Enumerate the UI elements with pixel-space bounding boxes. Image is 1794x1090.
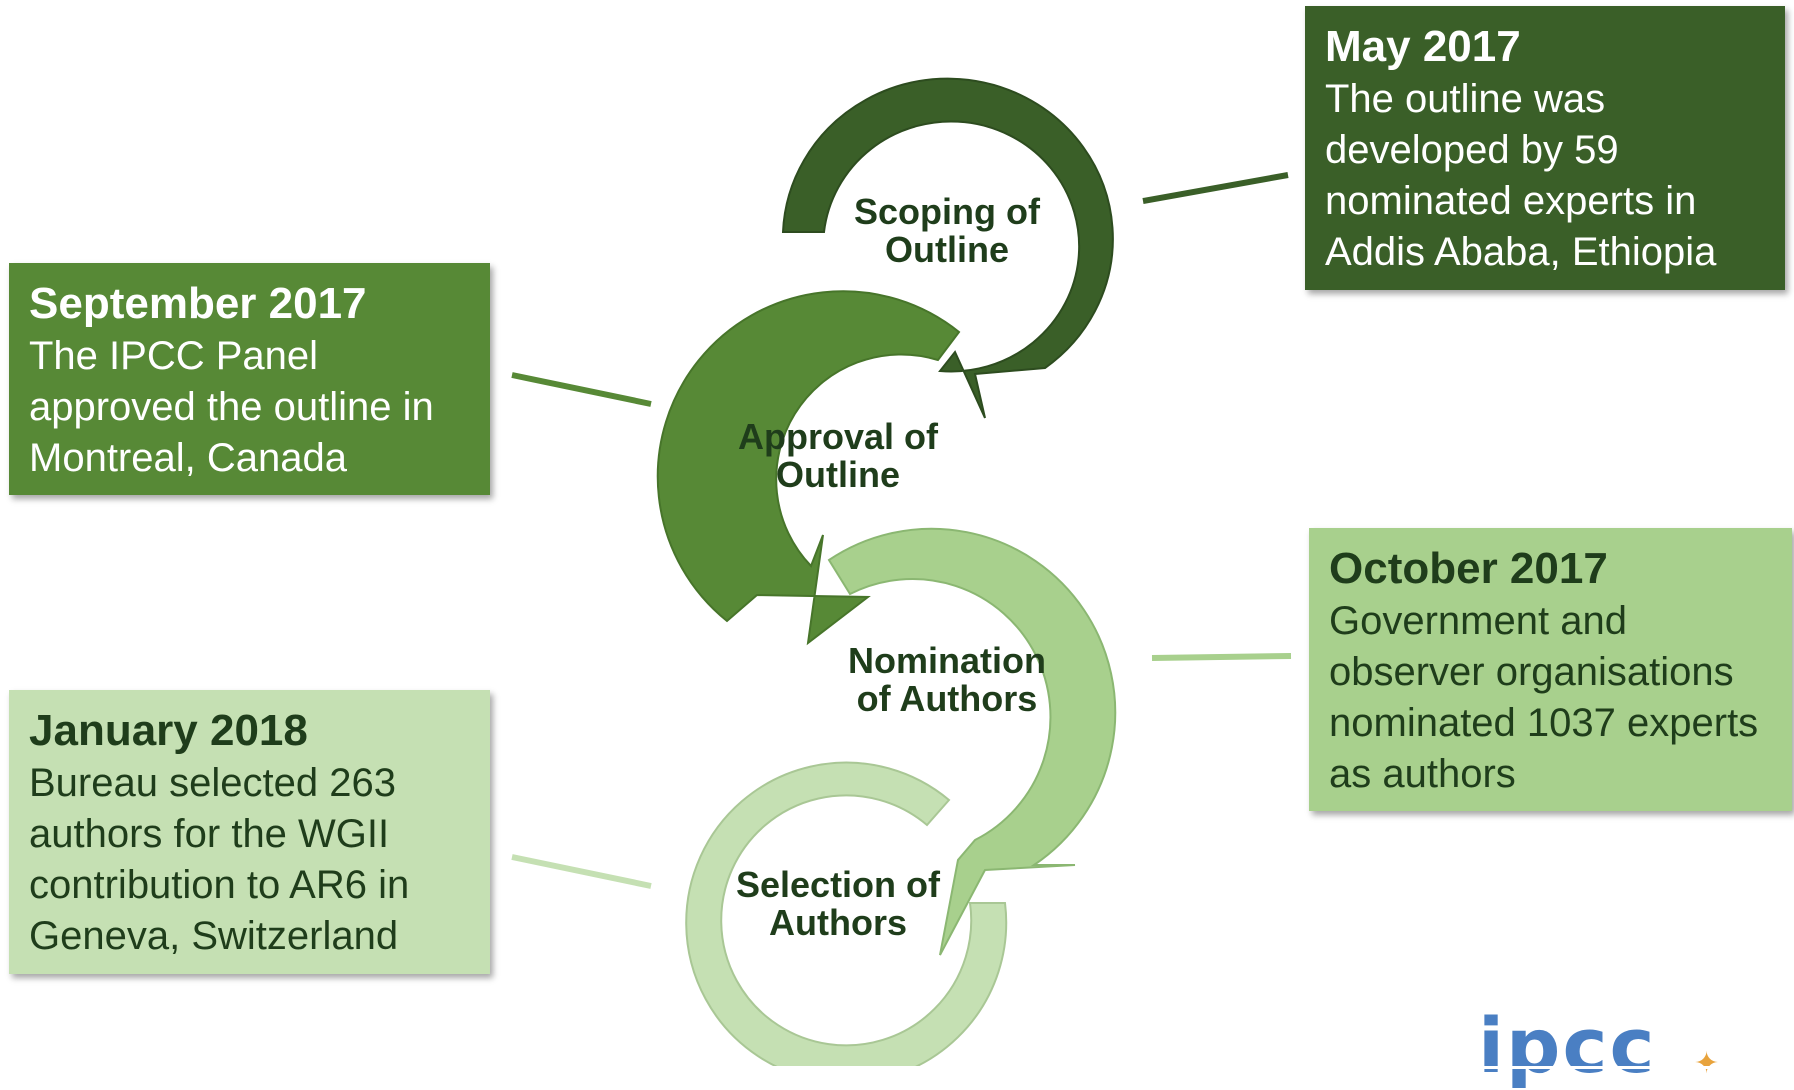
milestone-date: October 2017 xyxy=(1329,544,1608,593)
step-label-selection: Selection of Authors xyxy=(735,864,941,943)
milestone-date: January 2018 xyxy=(29,706,308,755)
milestone-box-september-2017: September 2017 The IPCC Panel approved t… xyxy=(9,263,490,495)
nomination-arrow xyxy=(827,527,1117,956)
milestone-description: The IPCC Panel approved the outline in M… xyxy=(29,334,434,480)
milestone-date: September 2017 xyxy=(29,279,367,328)
milestone-description: Bureau selected 263 authors for the WGII… xyxy=(29,761,410,958)
bottom-edge xyxy=(0,1066,1794,1069)
connector-october xyxy=(1151,653,1292,661)
connector-september xyxy=(511,372,652,407)
step-label-approval: Approval of Outline xyxy=(737,416,938,495)
logo-star-icon: ✦ xyxy=(1694,1047,1720,1080)
connector-may xyxy=(1142,172,1289,204)
milestone-box-october-2017: October 2017 Government and observer org… xyxy=(1309,528,1792,811)
step-label-nomination: Nomination of Authors xyxy=(848,640,1046,719)
milestone-date: May 2017 xyxy=(1325,22,1521,71)
milestone-box-january-2018: January 2018 Bureau selected 263 authors… xyxy=(9,690,490,974)
milestone-description: Government and observer organisations no… xyxy=(1329,599,1759,796)
scoping-arrow xyxy=(781,77,1114,419)
approval-arrow xyxy=(656,290,961,646)
step-label-scoping: Scoping of Outline xyxy=(854,191,1040,270)
ipcc-logo: ipcc xyxy=(1478,1001,1657,1090)
milestone-description: The outline was developed by 59 nominate… xyxy=(1325,77,1717,274)
connector-january xyxy=(511,854,652,889)
selection-arrow xyxy=(685,761,1008,1069)
milestone-box-may-2017: May 2017 The outline was developed by 59… xyxy=(1305,6,1785,290)
